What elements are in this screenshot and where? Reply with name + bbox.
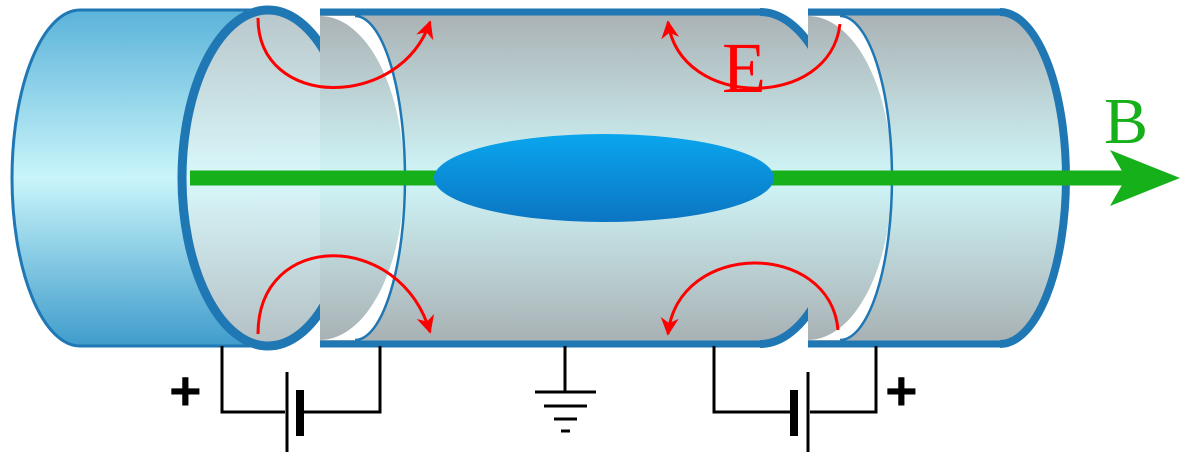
field-line-bottom-right (660, 261, 840, 336)
plasma-cloud (434, 134, 774, 222)
field-line-top-left (256, 17, 434, 89)
ground-icon (535, 346, 596, 433)
left-end-electrode (10, 5, 359, 351)
field-line-bottom-left (256, 254, 435, 335)
left-battery-circuit (220, 346, 382, 452)
electric-field-label: E (722, 28, 766, 108)
arrow-icon (1110, 150, 1180, 206)
field-line-top-right (661, 20, 842, 90)
battery-icon (790, 372, 810, 452)
left-battery-plus: + (169, 359, 202, 422)
electric-field-lines (256, 17, 842, 336)
magnetic-field-label: B (1104, 85, 1148, 158)
right-battery-circuit (712, 346, 878, 452)
battery-icon (285, 372, 304, 452)
right-battery-plus: + (885, 359, 918, 422)
